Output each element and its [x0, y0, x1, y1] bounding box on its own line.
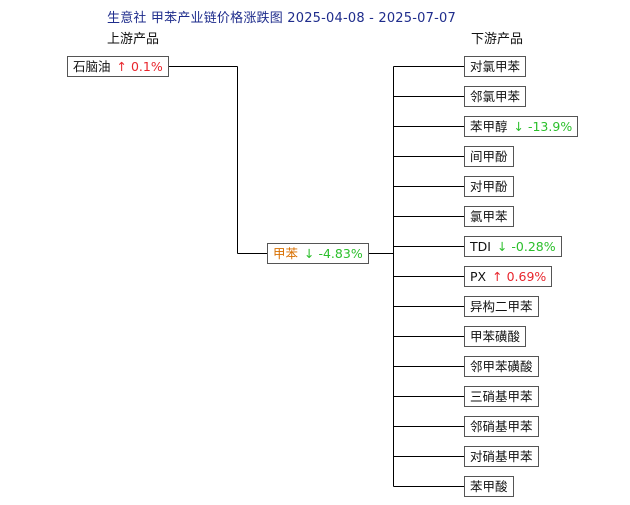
arrow-up-icon: ↑ — [492, 269, 503, 284]
node-label: 甲苯磺酸 — [470, 329, 521, 344]
node-label: 甲苯 — [273, 246, 299, 261]
downstream-node[interactable]: 邻甲苯磺酸 — [464, 356, 539, 377]
downstream-node[interactable]: TDI ↓ -0.28% — [464, 236, 562, 257]
price-change-value: -4.83% — [314, 246, 363, 261]
downstream-node[interactable]: 苯甲醇 ↓ -13.9% — [464, 116, 579, 137]
arrow-down-icon: ↓ — [513, 119, 524, 134]
price-change: ↓ -0.28% — [497, 239, 556, 254]
node-label: 苯甲醇 — [470, 119, 508, 134]
price-change: ↑ 0.1% — [117, 59, 163, 74]
node-label: 三硝基甲苯 — [470, 389, 533, 404]
downstream-node[interactable]: 邻氯甲苯 — [464, 86, 527, 107]
downstream-header: 下游产品 — [471, 32, 524, 47]
downstream-node[interactable]: 邻硝基甲苯 — [464, 416, 539, 437]
upstream-header: 上游产品 — [107, 32, 160, 47]
downstream-node[interactable]: 氯甲苯 — [464, 206, 514, 227]
node-label: 邻硝基甲苯 — [470, 419, 533, 434]
price-change: ↑ 0.69% — [492, 269, 546, 284]
node-label: TDI — [470, 239, 491, 254]
node-label: 对氯甲苯 — [470, 59, 521, 74]
page-title: 生意社 甲苯产业链价格涨跌图 2025-04-08 - 2025-07-07 — [107, 11, 456, 26]
downstream-node[interactable]: 苯甲酸 — [464, 476, 514, 497]
downstream-node[interactable]: 异构二甲苯 — [464, 296, 539, 317]
downstream-node[interactable]: 对甲酚 — [464, 176, 514, 197]
node-label: 间甲酚 — [470, 149, 508, 164]
node-label: 石脑油 — [73, 59, 111, 74]
downstream-node[interactable]: 甲苯磺酸 — [464, 326, 527, 347]
center-node[interactable]: 甲苯 ↓ -4.83% — [267, 243, 369, 264]
node-label: 异构二甲苯 — [470, 299, 533, 314]
node-label: 对甲酚 — [470, 179, 508, 194]
arrow-up-icon: ↑ — [116, 59, 127, 74]
arrow-down-icon: ↓ — [496, 239, 508, 254]
price-change-value: 0.69% — [502, 269, 547, 284]
downstream-node[interactable]: 三硝基甲苯 — [464, 386, 539, 407]
node-label: 邻甲苯磺酸 — [470, 359, 533, 374]
node-label: 苯甲酸 — [470, 479, 508, 494]
downstream-node[interactable]: 间甲酚 — [464, 146, 514, 167]
downstream-node[interactable]: 对硝基甲苯 — [464, 446, 539, 467]
arrow-down-icon: ↓ — [304, 246, 315, 261]
price-change: ↓ -4.83% — [304, 246, 363, 261]
node-label: 氯甲苯 — [470, 209, 508, 224]
downstream-node[interactable]: PX ↑ 0.69% — [464, 266, 553, 287]
price-change-value: -13.9% — [524, 119, 573, 134]
price-change: ↓ -13.9% — [514, 119, 573, 134]
node-label: 对硝基甲苯 — [470, 449, 533, 464]
price-change-value: 0.1% — [127, 59, 163, 74]
price-change-value: -0.28% — [507, 239, 556, 254]
node-label: 邻氯甲苯 — [470, 89, 521, 104]
upstream-node[interactable]: 石脑油 ↑ 0.1% — [67, 56, 169, 77]
downstream-node[interactable]: 对氯甲苯 — [464, 56, 527, 77]
node-label: PX — [470, 269, 487, 284]
